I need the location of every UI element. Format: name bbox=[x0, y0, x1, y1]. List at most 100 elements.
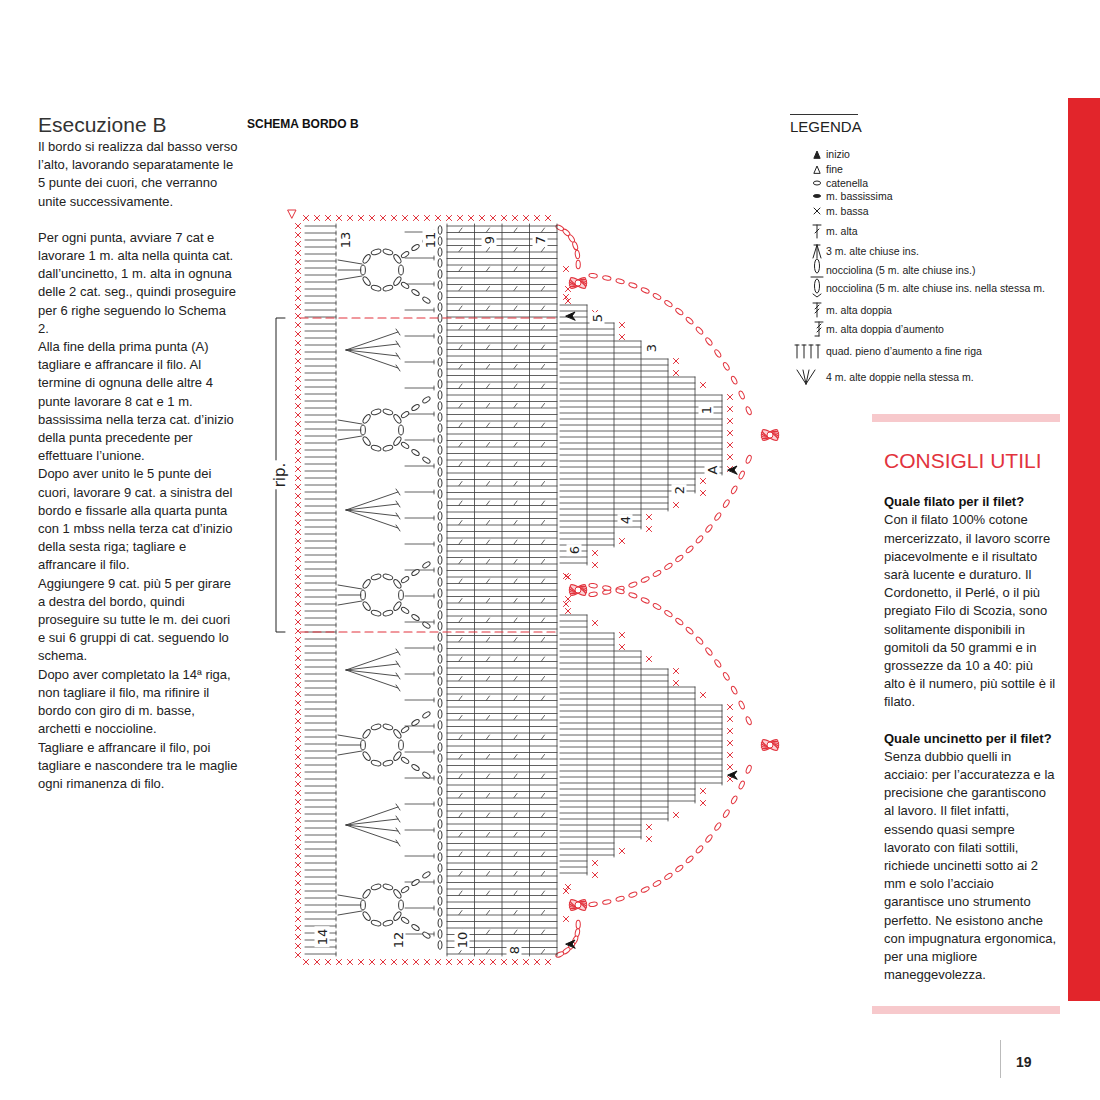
chain-stitch bbox=[400, 606, 409, 614]
chain-stitch bbox=[438, 809, 442, 818]
chain-stitch bbox=[362, 253, 372, 264]
chain-stitch bbox=[400, 441, 409, 449]
chain-stitch bbox=[362, 601, 372, 612]
chain-stitch bbox=[411, 243, 420, 251]
legend-symbol bbox=[814, 151, 820, 158]
chain-stitch bbox=[641, 597, 650, 604]
row-number: 6 bbox=[567, 544, 582, 556]
chain-stitch bbox=[675, 864, 684, 873]
page-title: Esecuzione B bbox=[38, 112, 166, 137]
chain-stitch bbox=[745, 716, 752, 725]
chain-stitch bbox=[362, 413, 372, 424]
legend-text: catenella bbox=[826, 176, 868, 190]
legend-text: inizio bbox=[826, 147, 850, 161]
legend-text: m. alta doppia d’aumento bbox=[826, 322, 944, 336]
chain-stitch bbox=[362, 436, 372, 447]
chain-stitch bbox=[411, 718, 420, 726]
chain-stitch bbox=[438, 743, 442, 752]
chain-stitch bbox=[438, 237, 442, 246]
chain-stitch bbox=[438, 490, 442, 499]
row-number: 8 bbox=[507, 944, 522, 956]
chain-stitch bbox=[438, 435, 442, 444]
chain-stitch bbox=[438, 787, 442, 796]
chain-stitch bbox=[714, 659, 722, 668]
legend-symbol bbox=[814, 166, 820, 173]
instruction-paragraph: Aggiungere 9 cat. più 5 per girare a des… bbox=[38, 575, 238, 666]
chain-stitch bbox=[393, 436, 403, 447]
tips-box: CONSIGLI UTILIQuale filato per il filet?… bbox=[872, 414, 1060, 1014]
nocciolina bbox=[569, 898, 587, 912]
chain-stitch bbox=[738, 780, 745, 789]
chain-stitch bbox=[438, 534, 442, 543]
chain-stitch bbox=[382, 723, 393, 731]
row-number: 2 bbox=[672, 484, 687, 496]
chain-stitch bbox=[705, 524, 714, 533]
legend-symbol bbox=[795, 208, 823, 384]
chain-stitch bbox=[400, 756, 409, 764]
chain-stitch bbox=[382, 248, 393, 256]
chain-stitch bbox=[438, 336, 442, 345]
legend-text: m. bassissima bbox=[826, 189, 893, 203]
chain-stitch bbox=[371, 723, 382, 731]
chain-stitch bbox=[438, 721, 442, 730]
chain-stitch bbox=[438, 567, 442, 576]
repeat-line bbox=[300, 318, 560, 632]
chain-stitch bbox=[438, 875, 442, 884]
legend-text: quad. pieno d’aumento a fine riga bbox=[826, 344, 982, 358]
chain-stitch bbox=[695, 326, 704, 335]
chain-stitch bbox=[628, 282, 637, 289]
chain-stitch bbox=[602, 585, 611, 591]
row-number: 9 bbox=[482, 234, 497, 246]
chain-stitch bbox=[393, 413, 403, 424]
row-number: 13 bbox=[338, 230, 353, 251]
chain-stitch bbox=[371, 408, 382, 416]
legend-symbol bbox=[813, 195, 820, 198]
chain-stitch bbox=[371, 573, 382, 581]
chain-stitch bbox=[438, 655, 442, 664]
chain-stitch bbox=[411, 288, 420, 296]
start-arrow bbox=[728, 466, 737, 474]
start-arrow bbox=[566, 312, 575, 320]
chain-stitch bbox=[371, 759, 382, 767]
chain-stitch bbox=[738, 390, 745, 399]
chain-stitch bbox=[371, 444, 382, 452]
row-number: 4 bbox=[618, 514, 633, 526]
chain-stitch bbox=[652, 570, 661, 578]
chain-stitch bbox=[371, 883, 382, 891]
motif-stitches bbox=[338, 260, 400, 915]
nocciolina bbox=[767, 432, 773, 438]
single-crochet-border bbox=[295, 215, 732, 964]
chain-stitch bbox=[745, 765, 752, 774]
stitch-grid bbox=[305, 224, 722, 956]
chain-stitch bbox=[393, 751, 403, 762]
chain-stitch bbox=[362, 578, 372, 589]
chain-stitch bbox=[438, 270, 442, 279]
nocciolina bbox=[569, 276, 587, 290]
chain-stitch bbox=[438, 402, 442, 411]
answer: Senza dubbio quelli in acciaio: per l’ac… bbox=[884, 748, 1056, 985]
chain-stitch bbox=[589, 902, 598, 907]
chain-stitch bbox=[411, 613, 420, 621]
chain-stitch bbox=[399, 740, 404, 750]
chain-stitch bbox=[722, 362, 730, 371]
chain-stitch bbox=[438, 633, 442, 642]
chain-stitch bbox=[675, 307, 684, 316]
chain-stitch bbox=[362, 911, 372, 922]
chain-stitch bbox=[382, 883, 393, 891]
chain-stitch bbox=[411, 763, 420, 771]
row-number: 1 bbox=[699, 404, 714, 416]
instruction-paragraph: Alla fine della prima punta (A) tagliare… bbox=[38, 338, 238, 465]
chain-stitch bbox=[722, 499, 730, 508]
chain-stitch bbox=[589, 583, 598, 588]
chain-stitch bbox=[382, 573, 393, 581]
chain-stitch bbox=[575, 250, 580, 259]
chain-stitch bbox=[422, 296, 431, 304]
chain-stitch bbox=[371, 248, 382, 256]
row-number: 3 bbox=[644, 342, 659, 354]
chain-stitch bbox=[730, 686, 738, 695]
row-number: 10 bbox=[455, 930, 470, 951]
chain-stitch bbox=[411, 568, 420, 576]
chain-stitch bbox=[382, 444, 393, 452]
chain-stitch bbox=[399, 590, 404, 600]
legend-text: 4 m. alte doppie nella stessa m. bbox=[826, 370, 974, 384]
